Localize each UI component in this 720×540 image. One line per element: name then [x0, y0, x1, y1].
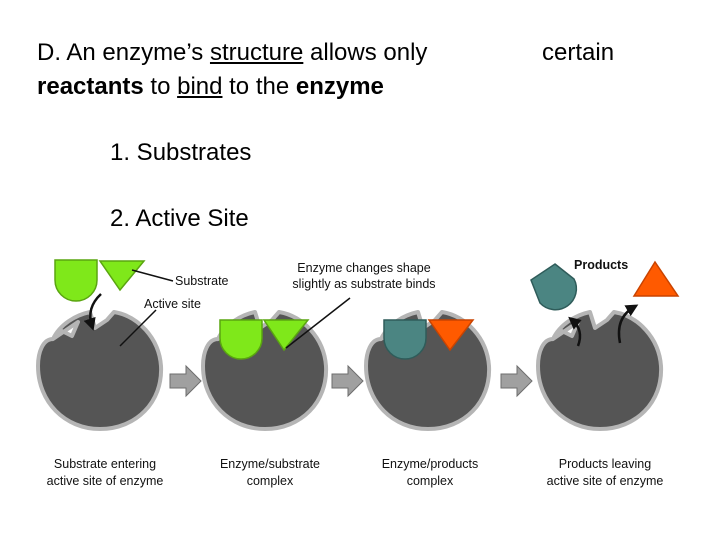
product-leaving-arrow-right: [617, 304, 639, 344]
substrate-round-free: [54, 259, 98, 302]
substrate-triangle-bound: [262, 319, 310, 352]
product-triangle-bound: [427, 319, 475, 352]
label-substrate: Substrate: [175, 274, 229, 288]
substrate-round-bound: [219, 319, 263, 360]
caption-1-line2: active site of enzyme: [47, 474, 164, 488]
product-triangle-released: [632, 260, 680, 297]
caption-3-line1: Enzyme/products: [382, 457, 479, 471]
caption-4-line2: active site of enzyme: [547, 474, 664, 488]
substrate-entering-arrow: [83, 293, 102, 331]
point-substrates: 1. Substrates: [110, 139, 252, 166]
label-shape-change-line1: Enzyme changes shape: [297, 261, 430, 275]
enzyme-substrate-diagram: Substrate Active site Enzyme changes sha…: [36, 258, 680, 488]
active-site-pointer-line: [119, 309, 157, 347]
caption-1-line1: Substrate entering: [54, 457, 156, 471]
caption-4-line1: Products leaving: [559, 457, 651, 471]
step-arrow-2: [331, 364, 364, 398]
caption-2-line1: Enzyme/substrate: [220, 457, 320, 471]
label-shape-change-line2: slightly as substrate binds: [292, 277, 435, 291]
enzyme-4: [536, 310, 664, 431]
label-products: Products: [574, 258, 628, 272]
heading-continuation: certain: [542, 39, 615, 66]
product-leaving-arrow-left: [568, 316, 582, 347]
product-round-bound: [383, 319, 427, 360]
substrate-triangle-free: [98, 260, 146, 292]
caption-3-line2: complex: [407, 474, 454, 488]
point-active-site: 2. Active Site: [110, 205, 249, 232]
step-arrow-3: [500, 364, 533, 398]
step-arrow-1: [169, 364, 202, 398]
enzyme-1: [36, 310, 164, 431]
shape-change-pointer-line: [285, 297, 351, 349]
product-round-released: [530, 263, 578, 311]
caption-2-line2: complex: [247, 474, 294, 488]
label-active-site: Active site: [144, 297, 201, 311]
substrate-pointer-line: [131, 269, 174, 282]
